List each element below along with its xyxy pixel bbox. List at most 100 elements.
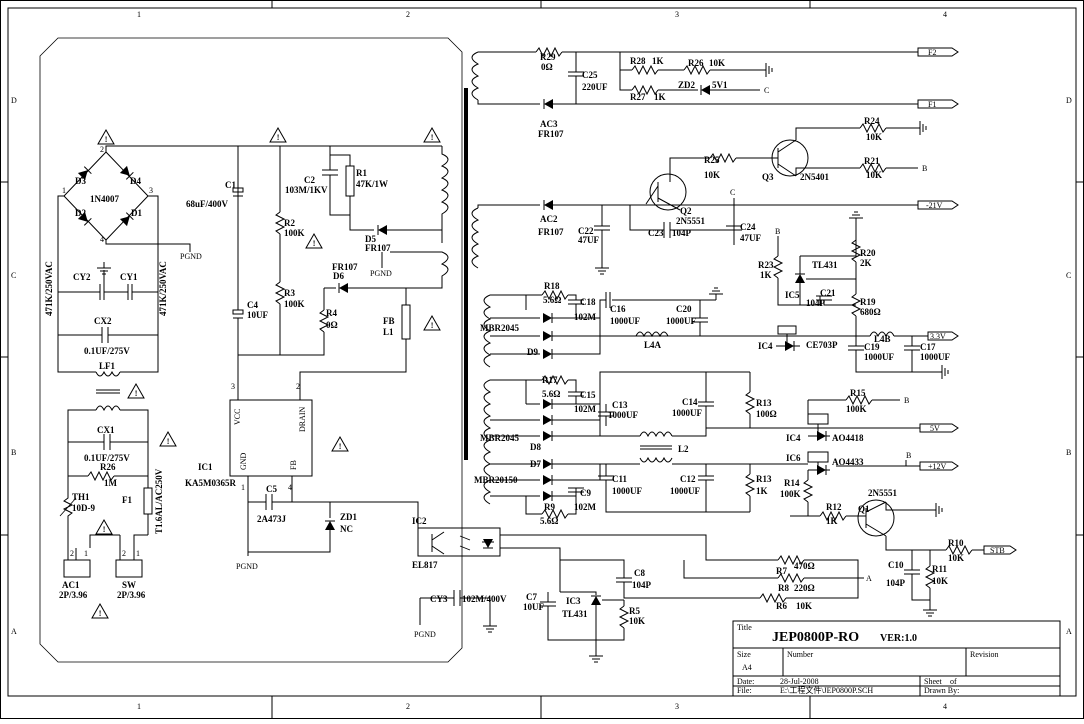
- secondary-windings: [471, 51, 492, 505]
- ac2-value: FR107: [538, 227, 564, 237]
- ic1-vcc: VCC: [233, 409, 242, 425]
- r8-ref: R8: [778, 583, 789, 593]
- ic4a-part: CE703P: [806, 340, 838, 350]
- mbr2045b-label: MBR2045: [480, 433, 519, 443]
- ac3-value: FR107: [538, 129, 564, 139]
- r15-value: 100K: [846, 404, 867, 414]
- d5-ref: D5: [365, 234, 376, 244]
- ic3-part: TL431: [562, 609, 588, 619]
- r14-value: 100K: [780, 489, 801, 499]
- r11-value: 10K: [932, 576, 948, 586]
- q1-ref: Q1: [858, 504, 870, 514]
- ic1-ka5m0365r: 3 2 VCC DRAIN GND FB IC1 KA5M0365R 1 4: [185, 355, 313, 492]
- ic1-gnd: GND: [239, 452, 248, 470]
- ic5-tl431-section: B R23 1K R20 2K R19 680Ω TL431 IC5 C21 1…: [758, 211, 881, 336]
- ic1-pin: 3: [231, 382, 235, 391]
- net-stb-label: STB: [990, 546, 1005, 555]
- ac1-ref: AC1: [62, 580, 80, 590]
- c19-ref: C19: [864, 342, 880, 352]
- net-c-label: C: [764, 86, 769, 95]
- c2-ref: C2: [304, 175, 315, 185]
- c23-ref: C23: [648, 228, 664, 238]
- ac1-pin: 1: [84, 549, 88, 558]
- d6-ref: D6: [333, 271, 344, 281]
- c17-value: 1000UF: [920, 352, 950, 362]
- net-f1-label: F1: [928, 100, 936, 109]
- d2-label: D2: [75, 208, 86, 218]
- r5-ref: R5: [629, 606, 640, 616]
- cy3-ref: CY3: [430, 594, 448, 604]
- r23-ref: R23: [758, 260, 774, 270]
- r24-value: 10K: [866, 132, 882, 142]
- cy-right-value: 471K/250VAC: [158, 261, 168, 316]
- r24-ref: R24: [864, 116, 880, 126]
- r4-ref: R4: [326, 308, 337, 318]
- cy-capacitors: CY2 CY1 471K/250VAC 471K/250VAC: [44, 261, 168, 316]
- c23-value: 104P: [672, 228, 692, 238]
- ic2-part: EL817: [412, 560, 438, 570]
- pgnd-label: PGND: [236, 562, 258, 571]
- c14-ref: C14: [682, 397, 698, 407]
- r26b-value: 10K: [709, 58, 725, 68]
- r17-ref: R17: [542, 375, 558, 385]
- sheet-label: Sheet: [924, 677, 943, 686]
- mbr2045a-label: MBR2045: [480, 323, 519, 333]
- r15-ref: R15: [850, 388, 866, 398]
- border-column-labels: 1 2 3 4 1 2 3 4: [137, 10, 947, 711]
- c8-ref: C8: [634, 568, 645, 578]
- c21-value: 104P: [806, 298, 826, 308]
- border-row-labels: D C B A D C B A: [11, 96, 1072, 636]
- c21-ref: C21: [820, 288, 836, 298]
- net-c-label: C: [730, 188, 735, 197]
- lf1-ref: LF1: [99, 361, 116, 371]
- tl431a-ref: TL431: [812, 260, 838, 270]
- d5-value: FR107: [365, 243, 391, 253]
- r25-ref: R25: [704, 155, 720, 165]
- sw-ref: SW: [122, 580, 136, 590]
- c1-value: 68uF/400V: [186, 199, 229, 209]
- primary-area-outline: [39, 37, 463, 663]
- sw-pin: 1: [136, 549, 140, 558]
- net-b-label: B: [906, 451, 911, 460]
- r8-value: 220Ω: [794, 583, 815, 593]
- r18-ref: R18: [544, 281, 560, 291]
- sheet-of: of: [950, 677, 957, 686]
- column-label: 4: [943, 702, 947, 711]
- r20-value: 2K: [860, 258, 872, 268]
- r2-value: 100K: [284, 228, 305, 238]
- c20-ref: C20: [676, 304, 692, 314]
- c1: C1 68uF/400V: [186, 146, 244, 310]
- ic1-pin: 1: [241, 483, 245, 492]
- size-value: A4: [742, 663, 752, 672]
- c12-value: 1000UF: [670, 486, 700, 496]
- c19-value: 1000UF: [864, 352, 894, 362]
- ic4b-ref: IC4: [786, 433, 801, 443]
- ic1-drain: DRAIN: [298, 406, 307, 432]
- d4-label: D4: [130, 176, 141, 186]
- c18-value: 102M: [574, 312, 597, 322]
- r17-value: 5.6Ω: [542, 389, 560, 399]
- primary-winding: [390, 146, 449, 305]
- r12-ref: R12: [826, 502, 842, 512]
- f-rail-section: R29 0Ω C25 220UF R28 1K R26 10K C R27 1K…: [477, 46, 959, 139]
- c25-value: 220UF: [582, 82, 608, 92]
- ic1-fb: FB: [289, 460, 298, 470]
- fb-ref: FB: [383, 316, 395, 326]
- q1-part: 2N5551: [868, 488, 897, 498]
- c10-ref: C10: [888, 560, 904, 570]
- r6-ref: R6: [776, 601, 787, 611]
- ic4a-ref: IC4: [758, 341, 773, 351]
- ac2-ref: AC2: [540, 214, 558, 224]
- bridge-part: 1N4007: [90, 194, 119, 204]
- d3-label: D3: [75, 176, 86, 186]
- net-neg21v-label: -21V: [926, 201, 943, 210]
- c5-ref: C5: [266, 484, 277, 494]
- c7-value: 10UF: [523, 602, 544, 612]
- r3-ref: R3: [284, 288, 295, 298]
- c7-ref: C7: [526, 592, 537, 602]
- d5: D5 FR107: [349, 215, 442, 253]
- r7-ref: R7: [776, 566, 787, 576]
- cy3: CY3 102M/400V PGND: [414, 590, 507, 639]
